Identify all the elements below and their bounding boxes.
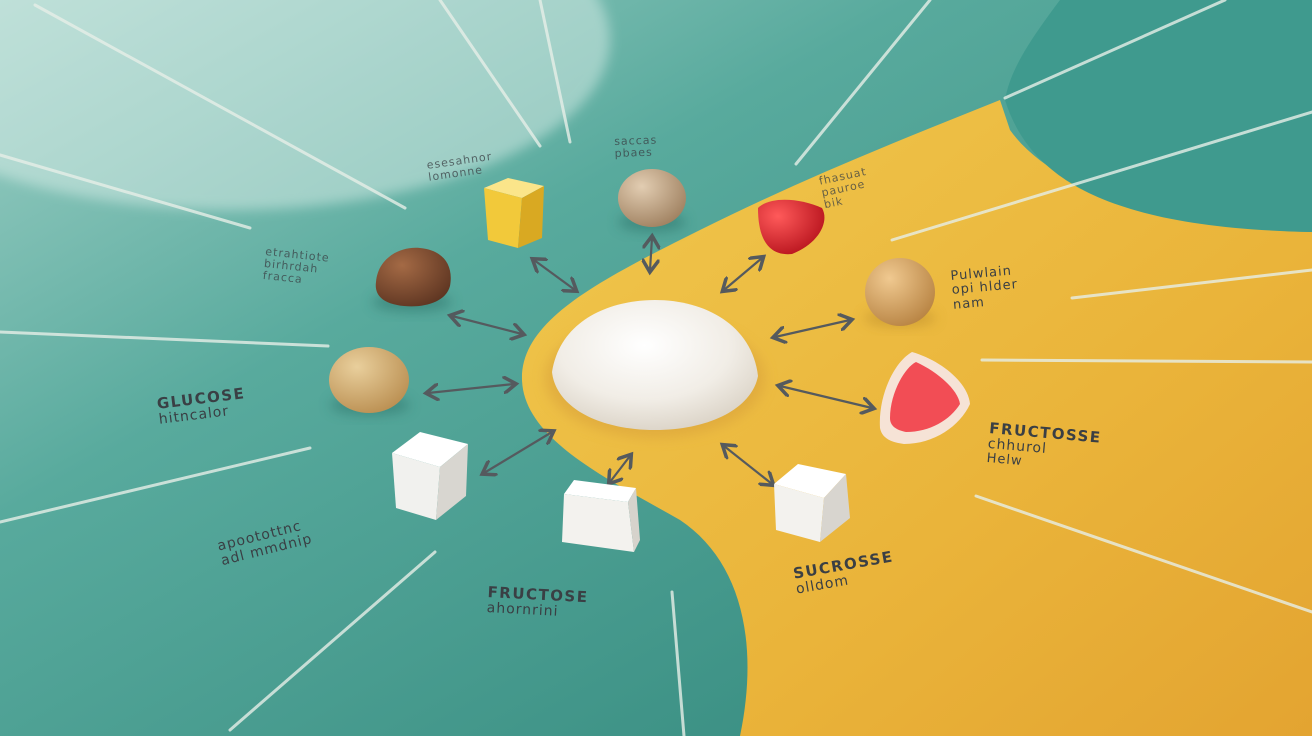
teal-corner-patch	[1005, 0, 1312, 232]
yellow-cube	[484, 178, 544, 248]
white-cube-center	[562, 480, 640, 552]
red-fruit-top	[758, 199, 825, 255]
arrow	[484, 432, 552, 473]
arrow	[775, 320, 850, 337]
sugar-pile	[552, 300, 758, 430]
tan-ball-right	[865, 258, 935, 326]
arrow	[724, 258, 762, 290]
arrow	[780, 386, 872, 408]
white-cube-right	[774, 464, 850, 542]
top-center-label: saccas pbaes	[614, 133, 658, 161]
arrow	[650, 238, 652, 270]
arrow	[452, 316, 522, 334]
arrow	[724, 446, 772, 484]
white-cube-left	[392, 432, 468, 520]
red-fruit-right	[879, 352, 970, 444]
top-center-line-2: pbaes	[614, 145, 654, 161]
arrow	[428, 384, 514, 393]
brown-lump	[375, 247, 451, 307]
arrow	[534, 260, 575, 290]
fructose-right-label: FRUCTOSSE chhurol Helw	[986, 419, 1102, 476]
fructose-left-label: FRUCTOSE ahornrini	[486, 583, 589, 621]
arrows	[428, 238, 872, 484]
arrow	[610, 456, 630, 482]
beige-ball	[329, 347, 409, 413]
upper-left-label: etrahtiote birhrdah fracca	[262, 245, 330, 289]
right-middle-label: Pulwlain opi hlder nam	[950, 264, 1020, 313]
tan-ball-top	[618, 169, 686, 227]
